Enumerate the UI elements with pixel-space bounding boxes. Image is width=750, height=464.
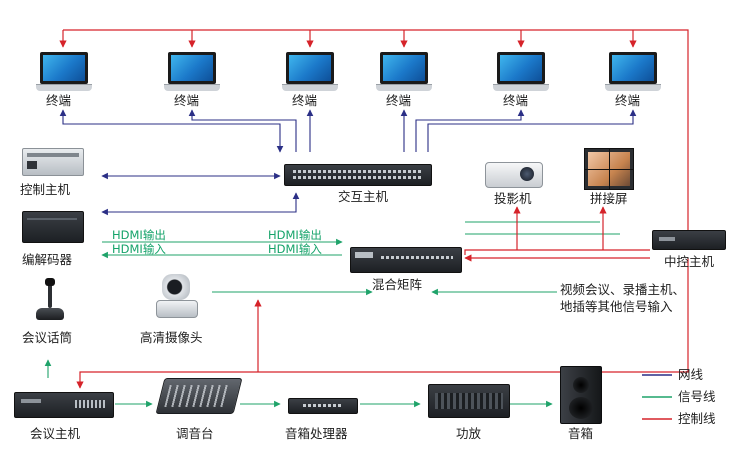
terminal-4-laptop-icon — [376, 52, 432, 92]
legend-swatches — [642, 374, 672, 420]
terminal-1-laptop-icon — [36, 52, 92, 92]
speaker-device-icon — [560, 366, 602, 424]
central-control-label: 中控主机 — [664, 254, 715, 269]
codec-label: 编解码器 — [22, 252, 73, 267]
hd-camera-label: 高清摄像头 — [140, 330, 203, 345]
conference-host-label: 会议主机 — [30, 426, 81, 441]
signal-lines — [44, 221, 620, 408]
mix-matrix-device-icon — [350, 247, 462, 273]
terminal-3-label: 终端 — [292, 93, 318, 108]
speaker-label: 音箱 — [568, 426, 594, 441]
hdmi-output-label-left: HDMI输出 — [112, 228, 166, 242]
other-inputs-note: 视频会议、录播主机、 地插等其他信号输入 — [560, 281, 685, 315]
network-lines-terminals — [59, 109, 637, 216]
microphone-icon — [36, 278, 64, 322]
projector-icon — [485, 162, 543, 188]
terminal-1-label: 终端 — [46, 93, 72, 108]
terminal-6-laptop-icon — [605, 52, 661, 92]
other-inputs-note-line1: 视频会议、录播主机、 — [560, 282, 686, 297]
other-inputs-note-line2: 地插等其他信号输入 — [560, 299, 673, 314]
legend-signal-label: 信号线 — [678, 389, 716, 404]
terminal-6-label: 终端 — [615, 93, 641, 108]
legend-network-label: 网线 — [678, 367, 704, 382]
splice-screen-icon — [584, 148, 634, 190]
hdmi-input-label-right: HDMI输入 — [268, 242, 322, 256]
speaker-processor-label: 音箱处理器 — [285, 426, 348, 441]
terminal-3-laptop-icon — [282, 52, 338, 92]
control-host-label: 控制主机 — [20, 182, 71, 197]
terminal-4-label: 终端 — [386, 93, 412, 108]
switch-label: 交互主机 — [338, 189, 389, 204]
amplifier-label: 功放 — [456, 426, 482, 441]
splice-screen-label: 拼接屏 — [590, 191, 628, 206]
terminal-2-label: 终端 — [174, 93, 200, 108]
speaker-processor-device-icon — [288, 398, 358, 414]
terminal-5-label: 终端 — [503, 93, 529, 108]
control-line-top-bus — [59, 29, 689, 238]
central-control-device-icon — [652, 230, 726, 250]
terminal-2-laptop-icon — [164, 52, 220, 92]
control-host-server-icon — [22, 148, 84, 176]
hdmi-output-label-right: HDMI输出 — [268, 228, 322, 242]
microphone-label: 会议话筒 — [22, 330, 73, 345]
terminal-5-laptop-icon — [493, 52, 549, 92]
mix-matrix-label: 混合矩阵 — [372, 277, 423, 292]
mixer-device-icon — [155, 378, 243, 414]
control-lines — [76, 206, 689, 389]
legend-control-label: 控制线 — [678, 411, 716, 426]
projector-label: 投影机 — [494, 191, 532, 206]
codec-device-icon — [22, 211, 84, 243]
hdmi-input-label-left: HDMI输入 — [112, 242, 166, 256]
switch-device-icon — [284, 164, 432, 186]
conference-host-device-icon — [14, 392, 114, 418]
amplifier-device-icon — [428, 384, 510, 418]
mixer-label: 调音台 — [176, 426, 214, 441]
hd-camera-icon — [152, 272, 200, 318]
